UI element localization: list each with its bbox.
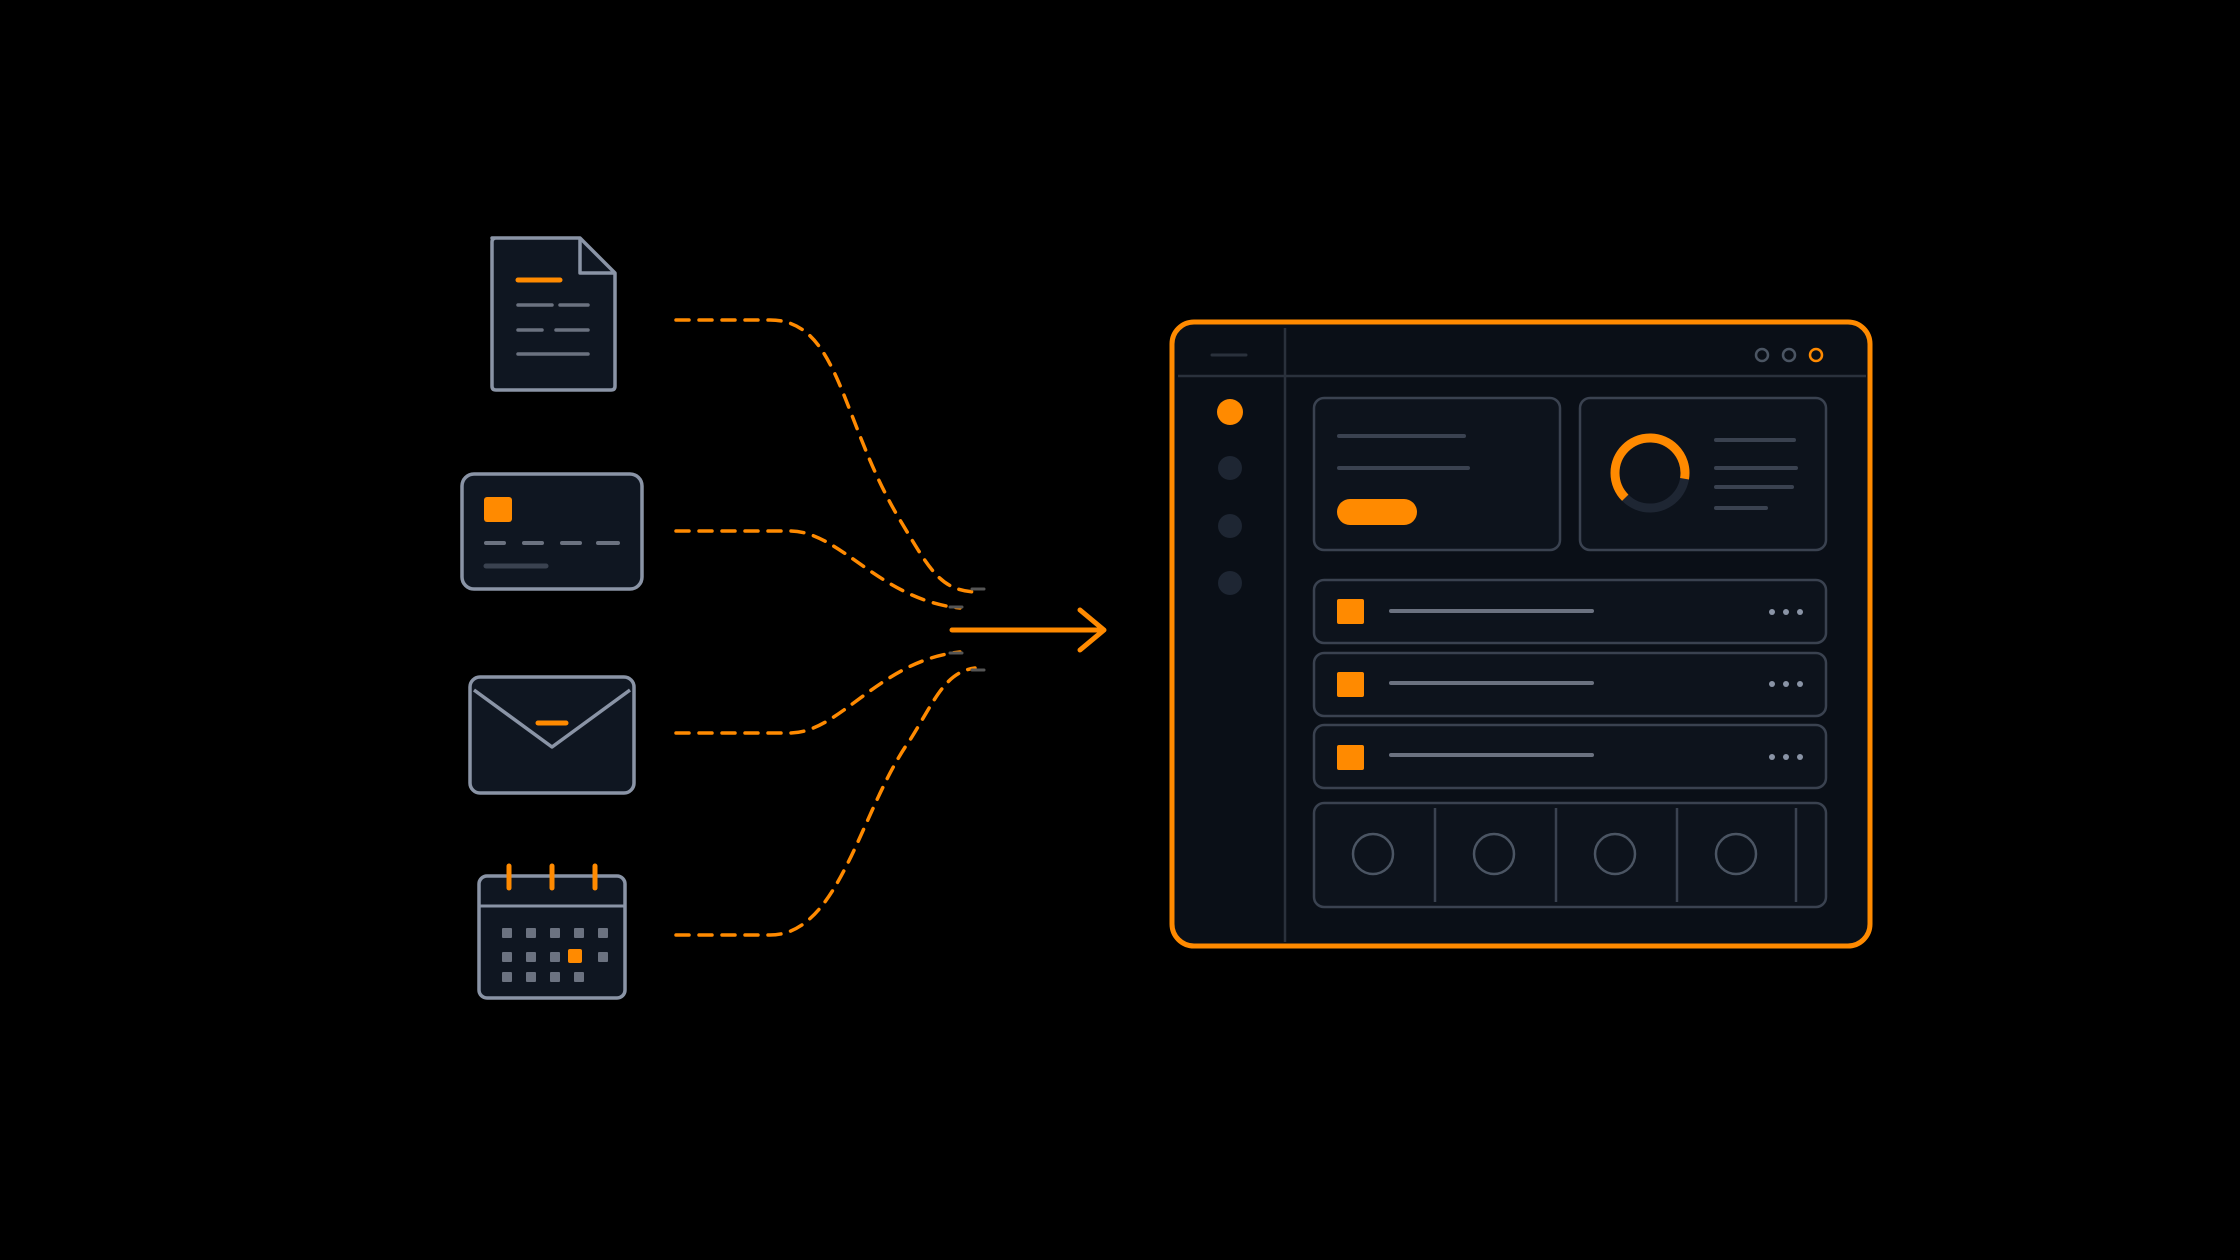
connector-envelope <box>674 650 962 735</box>
summary-card <box>1312 396 1562 552</box>
connector-calendar <box>674 666 977 937</box>
list-item[interactable] <box>1312 651 1828 718</box>
connector-document <box>674 318 977 594</box>
sidebar-item[interactable] <box>1218 456 1242 480</box>
list-item[interactable] <box>1312 723 1828 790</box>
connectors <box>674 318 977 937</box>
window-control-accent-dot[interactable] <box>1808 347 1824 363</box>
sidebar-item[interactable] <box>1218 571 1242 595</box>
connector-stubs <box>948 587 986 672</box>
credit-card-icon <box>460 472 644 591</box>
window-control-dot[interactable] <box>1754 347 1770 363</box>
sidebar-item[interactable] <box>1218 514 1242 538</box>
document-icon <box>490 236 617 392</box>
tile-circle-icon[interactable] <box>1714 832 1758 876</box>
window-controls <box>1754 347 1824 363</box>
sidebar <box>1217 399 1243 595</box>
donut-card <box>1578 396 1828 552</box>
calendar-days <box>502 928 608 982</box>
primary-action-button[interactable] <box>1337 499 1417 525</box>
calendar-selected-day <box>568 949 582 963</box>
sidebar-item-active[interactable] <box>1217 399 1243 425</box>
list-rows <box>1312 578 1828 790</box>
calendar-icon <box>477 863 627 1000</box>
tile-circle-icon[interactable] <box>1472 832 1516 876</box>
donut-chart-arc <box>1610 433 1690 513</box>
tile-circle-icon[interactable] <box>1593 832 1637 876</box>
more-options-icon[interactable] <box>1769 754 1803 760</box>
list-item[interactable] <box>1312 578 1828 645</box>
tile-strip <box>1312 801 1828 909</box>
arrow-right-icon <box>949 607 1107 653</box>
more-options-icon[interactable] <box>1769 681 1803 687</box>
envelope-icon <box>468 675 636 795</box>
connector-card <box>674 529 962 610</box>
dashboard-window <box>1169 319 1873 949</box>
window-control-dot[interactable] <box>1781 347 1797 363</box>
tile-circle-icon[interactable] <box>1351 832 1395 876</box>
more-options-icon[interactable] <box>1769 609 1803 615</box>
